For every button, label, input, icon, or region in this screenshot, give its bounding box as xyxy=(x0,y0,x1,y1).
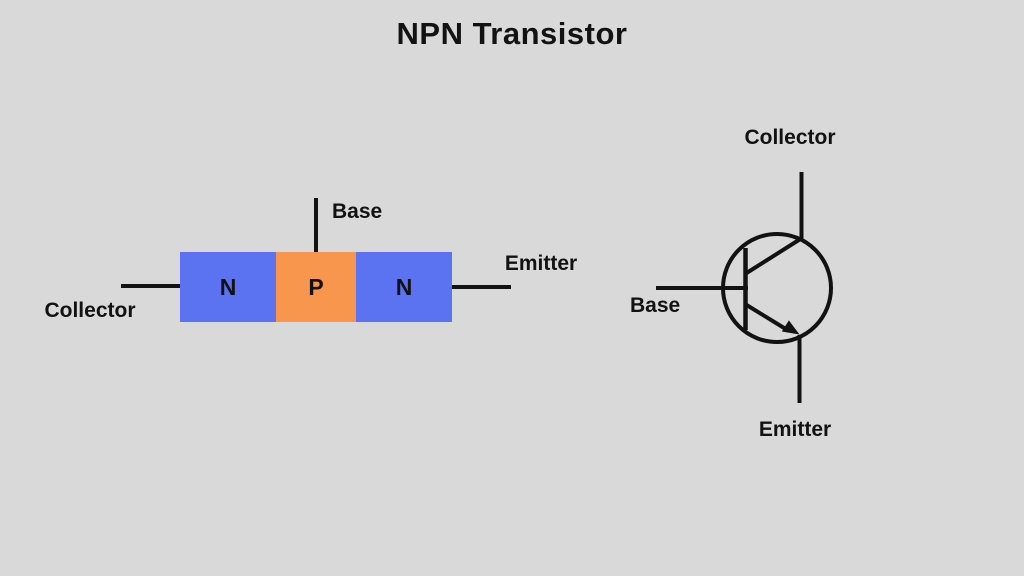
p-region-label: P xyxy=(308,273,324,300)
symbol-collector-diagonal xyxy=(743,236,804,276)
base-lead-line xyxy=(314,198,318,253)
base-label: Base xyxy=(332,200,383,223)
symbol-emitter-arrowhead xyxy=(781,320,800,335)
n-region-left-label: N xyxy=(219,273,237,300)
emitter-lead-line xyxy=(451,285,511,289)
symbol-collector-label: Collector xyxy=(744,126,836,149)
n-region-right-label: N xyxy=(395,273,413,300)
symbol-base-label: Base xyxy=(630,294,681,317)
collector-label: Collector xyxy=(44,299,136,322)
transistor-symbol xyxy=(656,172,833,403)
p-region-block: P xyxy=(276,252,356,322)
collector-lead-line xyxy=(121,284,181,288)
n-region-left-block: N xyxy=(180,252,276,322)
emitter-label: Emitter xyxy=(504,252,578,275)
symbol-emitter-label: Emitter xyxy=(758,418,832,441)
diagram-title: NPN Transistor xyxy=(396,16,628,51)
symbol-emitter-diagonal xyxy=(743,302,791,333)
n-region-right-block: N xyxy=(356,252,452,322)
